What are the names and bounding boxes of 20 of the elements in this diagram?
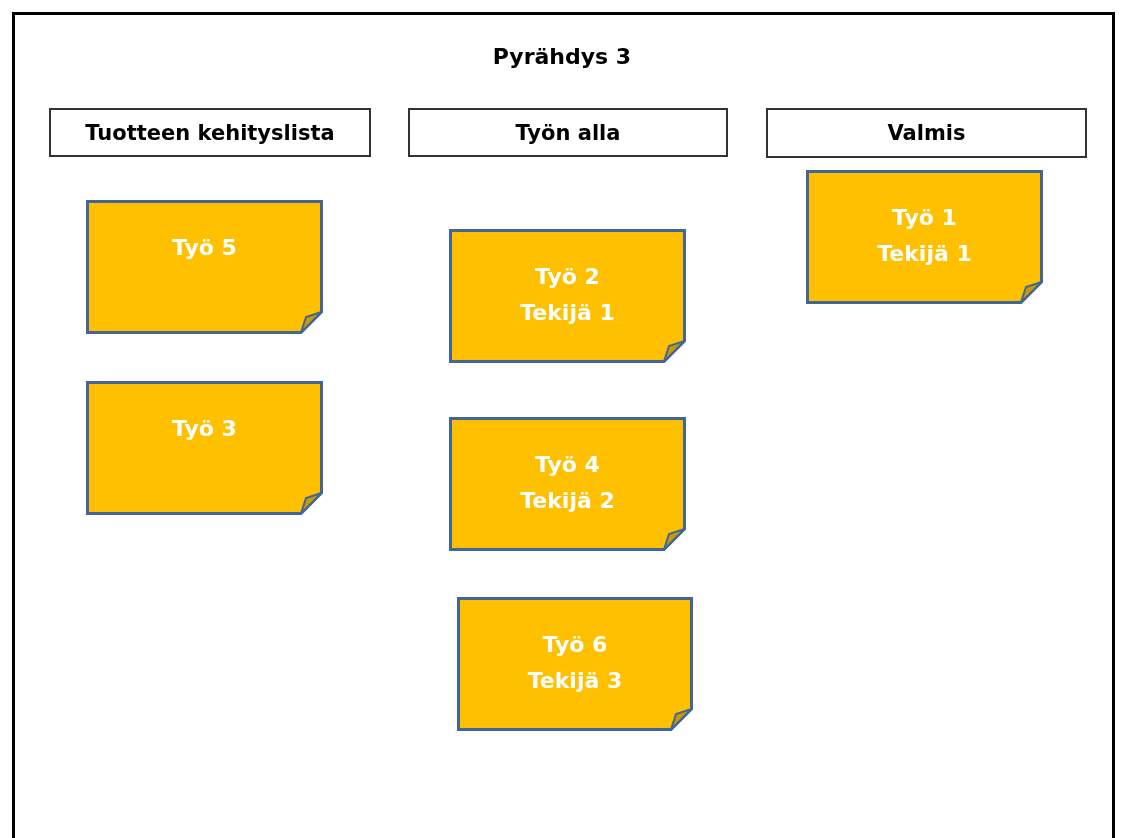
sticky-note (806, 170, 1043, 304)
column-header: Työn alla (408, 108, 728, 157)
note-text: Työ 4 (535, 451, 600, 479)
note-text: Työ 5 (172, 234, 237, 262)
note-text: Työ 2 (535, 263, 600, 291)
sticky-note (86, 200, 323, 334)
note-text: Tekijä 1 (877, 240, 972, 268)
note-text: Työ 3 (172, 415, 237, 443)
note-text: Tekijä 1 (520, 299, 615, 327)
column-header: Valmis (766, 108, 1087, 158)
note-text: Työ 6 (542, 631, 608, 659)
sticky-note (457, 597, 693, 731)
note-text: Työ 1 (892, 204, 957, 232)
sticky-note (86, 381, 323, 515)
sticky-note (449, 417, 686, 551)
board-title: Pyrähdys 3 (491, 44, 633, 69)
note-text: Tekijä 3 (527, 667, 623, 695)
column-header: Tuotteen kehityslista (49, 108, 371, 157)
sticky-note (449, 229, 686, 363)
note-text: Tekijä 2 (520, 487, 615, 515)
